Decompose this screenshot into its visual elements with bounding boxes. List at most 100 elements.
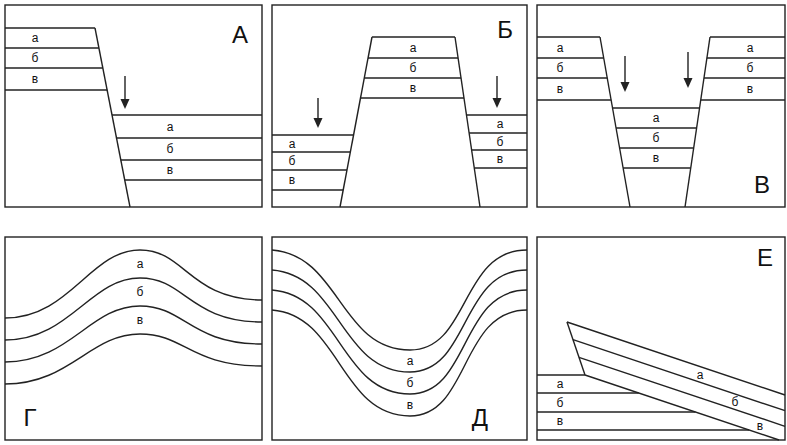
layer-label: в xyxy=(557,83,563,95)
fold-layer xyxy=(272,310,527,416)
layer-boundary xyxy=(364,77,461,78)
layer-boundary xyxy=(537,57,604,58)
panel-frame xyxy=(537,237,785,440)
layer-label: а xyxy=(137,258,144,270)
fold-layer xyxy=(5,278,262,340)
panel-frame xyxy=(5,237,262,440)
layer-boundary xyxy=(272,134,354,135)
fault-plane xyxy=(455,37,480,207)
fold-layer xyxy=(5,334,262,384)
layer-boundary xyxy=(117,137,263,138)
layer-boundary xyxy=(469,132,527,133)
layer-label: в xyxy=(747,83,753,95)
layer-boundary xyxy=(112,114,262,115)
arrow-head xyxy=(684,78,693,88)
layer-label: б xyxy=(289,155,296,167)
layer-label: б xyxy=(410,62,417,74)
arrow-head xyxy=(621,82,630,92)
layer-label: а xyxy=(747,42,754,54)
fold-layer xyxy=(5,250,262,318)
panel-letter: Е xyxy=(757,246,773,270)
layer-boundary xyxy=(372,36,455,37)
layer-boundary xyxy=(537,77,607,78)
layer-label: в xyxy=(410,82,416,94)
layer-label: б xyxy=(557,62,564,74)
layer-boundary xyxy=(5,89,107,90)
panel-letter: Д xyxy=(472,406,488,430)
layer-label: б xyxy=(653,132,660,144)
layer-boundary xyxy=(710,36,785,37)
movement-arrow xyxy=(317,98,318,119)
layer-boundary xyxy=(537,99,611,100)
layer-boundary xyxy=(272,169,347,170)
layer-label: б xyxy=(497,136,504,148)
layer-boundary xyxy=(579,357,785,426)
movement-arrow xyxy=(624,56,625,83)
layer-boundary xyxy=(613,107,700,108)
layer-boundary xyxy=(701,99,785,100)
layer-boundary xyxy=(573,340,785,411)
layer-label: а xyxy=(32,32,39,44)
layer-boundary xyxy=(361,97,465,98)
layer-label: а xyxy=(497,118,504,130)
layer-boundary xyxy=(616,127,697,128)
layer-label: в xyxy=(557,415,563,427)
layer-boundary xyxy=(537,374,585,375)
panel-frame xyxy=(272,5,527,207)
layer-boundary xyxy=(121,159,262,160)
layer-boundary xyxy=(537,411,695,412)
layer-label: б xyxy=(557,397,564,409)
layer-boundary xyxy=(125,179,262,180)
movement-arrow xyxy=(687,52,688,79)
layer-boundary xyxy=(474,167,527,168)
layer-boundary xyxy=(537,392,639,393)
fold-layer xyxy=(272,250,527,350)
layer-label: в xyxy=(497,153,503,165)
layer-label: б xyxy=(137,286,144,298)
fault-plane xyxy=(340,37,372,207)
panel-letter: Б xyxy=(497,18,513,42)
arrow-head xyxy=(121,99,130,109)
arrow-head xyxy=(314,118,323,128)
layer-boundary xyxy=(5,27,95,28)
fault-plane xyxy=(600,37,630,207)
layer-label: а xyxy=(653,112,660,124)
layer-boundary xyxy=(707,57,785,58)
layer-label: б xyxy=(732,396,739,408)
layer-label: б xyxy=(167,143,174,155)
layer-label: а xyxy=(557,378,564,390)
panel-letter: А xyxy=(232,23,248,47)
layer-boundary xyxy=(620,147,694,148)
layer-boundary xyxy=(704,77,785,78)
layer-label: а xyxy=(557,42,564,54)
panel-letter: Г xyxy=(24,406,37,430)
layer-label: в xyxy=(32,73,38,85)
layer-label: в xyxy=(653,152,659,164)
panel-letter: В xyxy=(754,173,770,197)
layer-label: а xyxy=(167,121,174,133)
layer-label: а xyxy=(410,42,417,54)
movement-arrow xyxy=(124,76,125,100)
layer-label: б xyxy=(32,52,39,64)
fault-plane xyxy=(685,37,710,207)
layer-label: в xyxy=(289,174,295,186)
layer-boundary xyxy=(272,189,343,190)
layer-label: б xyxy=(407,377,414,389)
layer-boundary xyxy=(623,167,691,168)
layer-boundary xyxy=(272,151,350,152)
fold-layer xyxy=(272,290,527,394)
layer-boundary xyxy=(5,47,99,48)
layer-boundary xyxy=(537,429,749,430)
arrow-head xyxy=(493,98,502,108)
panel-frame xyxy=(537,5,785,207)
layer-boundary xyxy=(467,114,528,115)
layer-label: а xyxy=(697,369,704,381)
layer-label: а xyxy=(407,355,414,367)
layer-boundary xyxy=(472,149,527,150)
layer-boundary xyxy=(537,36,600,37)
layer-label: а xyxy=(289,138,296,150)
layer-label: б xyxy=(747,62,754,74)
layer-boundary xyxy=(567,322,785,395)
panel-frame xyxy=(272,237,527,440)
